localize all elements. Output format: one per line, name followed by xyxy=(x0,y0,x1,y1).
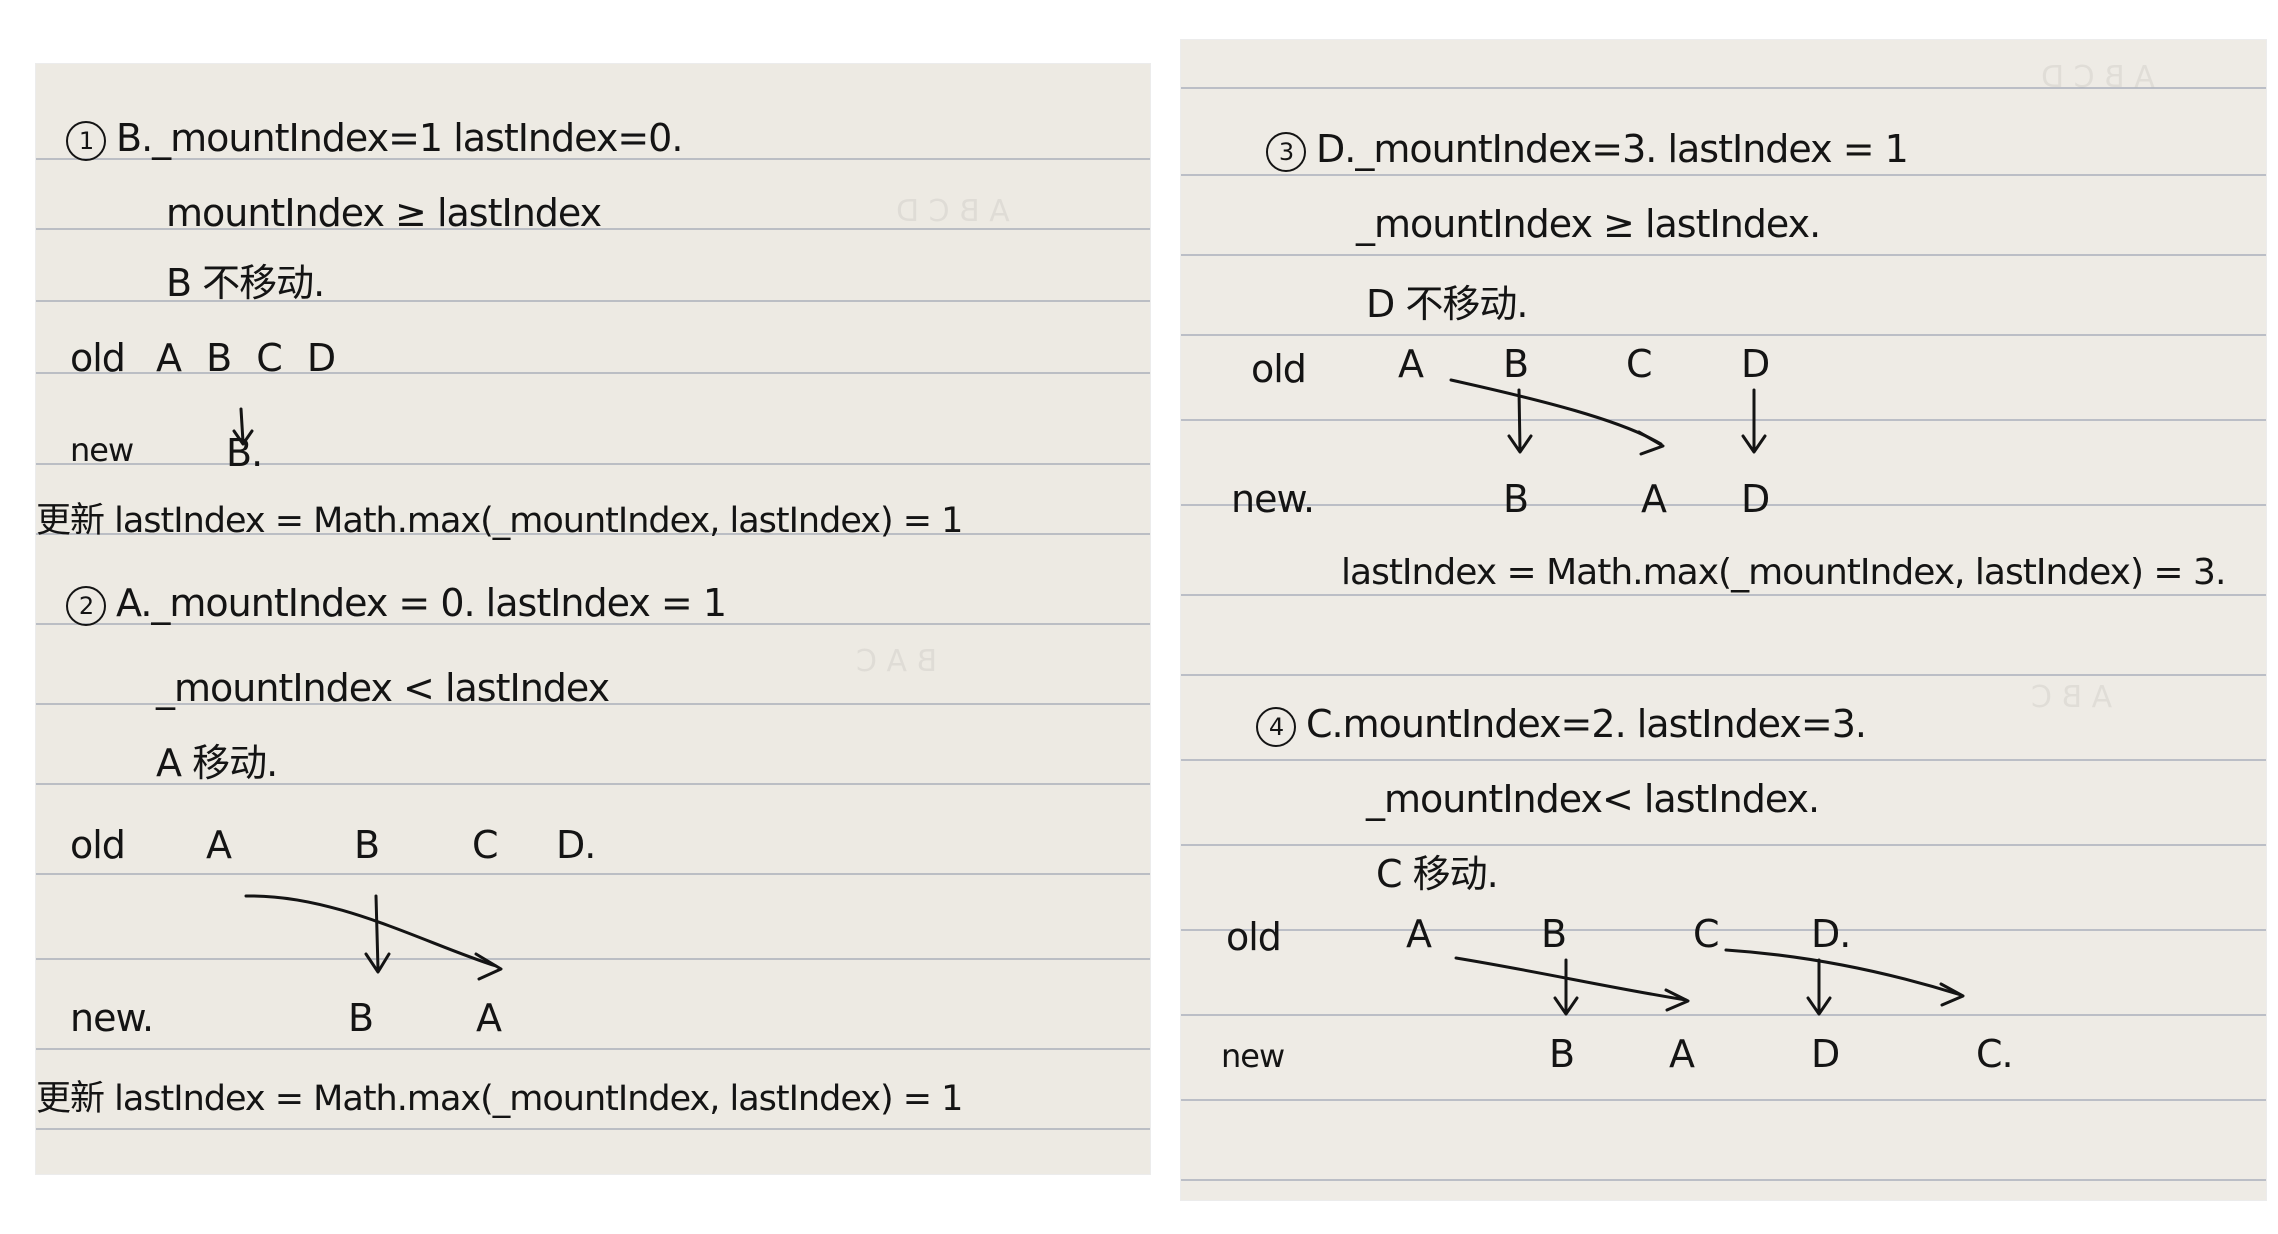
step3-new-label: new. xyxy=(1231,477,1315,521)
step4-result: C 移动. xyxy=(1376,852,1499,896)
ruled-paper-left xyxy=(36,64,1150,1174)
step-number-badge: 1 xyxy=(66,120,106,161)
step2-old-item: B xyxy=(354,823,380,867)
step3-result: D 不移动. xyxy=(1366,282,1528,326)
step1-result: B 不移动. xyxy=(166,261,325,305)
step4-old-item: C xyxy=(1693,912,1720,956)
step1-new-label: new xyxy=(70,431,134,469)
down-arrow-d-head xyxy=(1806,996,1832,1016)
down-arrow-b-step1 xyxy=(239,407,245,444)
step3-old-item: D xyxy=(1741,342,1770,386)
move-arrow-a-head xyxy=(474,952,503,981)
down-arrow-b xyxy=(374,894,380,971)
move-arrow-a xyxy=(244,894,498,968)
step4-new-item: D xyxy=(1811,1032,1840,1076)
step3-new-item: B xyxy=(1503,477,1529,521)
move-arrow-a xyxy=(1454,956,1688,1002)
down-arrow-d-head xyxy=(1741,434,1767,454)
step2-new-label: new. xyxy=(70,996,154,1040)
move-arrow-a-head xyxy=(1637,430,1665,456)
ruled-paper-right xyxy=(1181,40,2266,1200)
step2-old-label: old xyxy=(70,823,126,867)
step-number-badge: 2 xyxy=(66,585,106,626)
step4-condition: _mountIndex< lastIndex. xyxy=(1366,777,1820,821)
step2-result: A 移动. xyxy=(156,741,278,785)
down-arrow-b-head xyxy=(1553,996,1579,1016)
step3-new-item: D xyxy=(1741,477,1770,521)
step3-old-item: C xyxy=(1626,342,1653,386)
step3-update: lastIndex = Math.max(_mountIndex, lastIn… xyxy=(1341,552,2226,593)
step2-update: 更新 lastIndex = Math.max(_mountIndex, las… xyxy=(36,1079,963,1119)
step1-old-label: old xyxy=(70,336,126,380)
step1-new-items: B. xyxy=(226,431,263,475)
move-arrow-c-head xyxy=(1939,982,1965,1007)
bleed-through-text: B A C xyxy=(856,644,938,679)
bleed-through-text: A B C xyxy=(2031,680,2113,715)
down-arrow-b-head xyxy=(364,952,391,974)
step4-new-item: A xyxy=(1669,1032,1695,1076)
step3-old-item: A xyxy=(1398,342,1424,386)
step1-update: 更新 lastIndex = Math.max(_mountIndex, las… xyxy=(36,501,963,541)
move-arrow-c xyxy=(1724,948,1963,997)
step-number-badge: 3 xyxy=(1266,131,1306,172)
bleed-through-text: A B C D xyxy=(2041,60,2155,95)
step1-condition: mountIndex ≥ lastIndex xyxy=(166,191,602,235)
step4-old-item: A xyxy=(1406,912,1432,956)
step2-condition: _mountIndex < lastIndex xyxy=(156,666,610,710)
step3-new-item: A xyxy=(1641,477,1667,521)
step1-old-items: A B C D xyxy=(156,336,343,380)
down-arrow-b xyxy=(1517,388,1522,452)
step4-old-label: old xyxy=(1226,915,1282,959)
step2-new-item: A xyxy=(476,996,502,1040)
step2-old-item: C xyxy=(472,823,499,867)
step2-old-item: D. xyxy=(556,823,596,867)
step-number-badge: 4 xyxy=(1256,706,1296,747)
step2-new-item: B xyxy=(348,996,374,1040)
step4-old-item: B xyxy=(1541,912,1567,956)
step4-new-label: new xyxy=(1221,1037,1285,1075)
step3-condition: _mountIndex ≥ lastIndex. xyxy=(1356,202,1821,246)
bleed-through-text: A B C D xyxy=(896,194,1010,229)
move-arrow-a-head xyxy=(1664,988,1690,1012)
down-arrow-b-head xyxy=(1507,434,1533,454)
step3-old-label: old xyxy=(1251,347,1307,391)
step4-old-item: D. xyxy=(1811,912,1851,956)
step4-new-item: B xyxy=(1549,1032,1575,1076)
step4-new-item: C. xyxy=(1976,1032,2014,1076)
down-arrow-b-step1-head xyxy=(232,429,254,446)
step3-old-item: B xyxy=(1503,342,1529,386)
step2-old-item: A xyxy=(206,823,232,867)
